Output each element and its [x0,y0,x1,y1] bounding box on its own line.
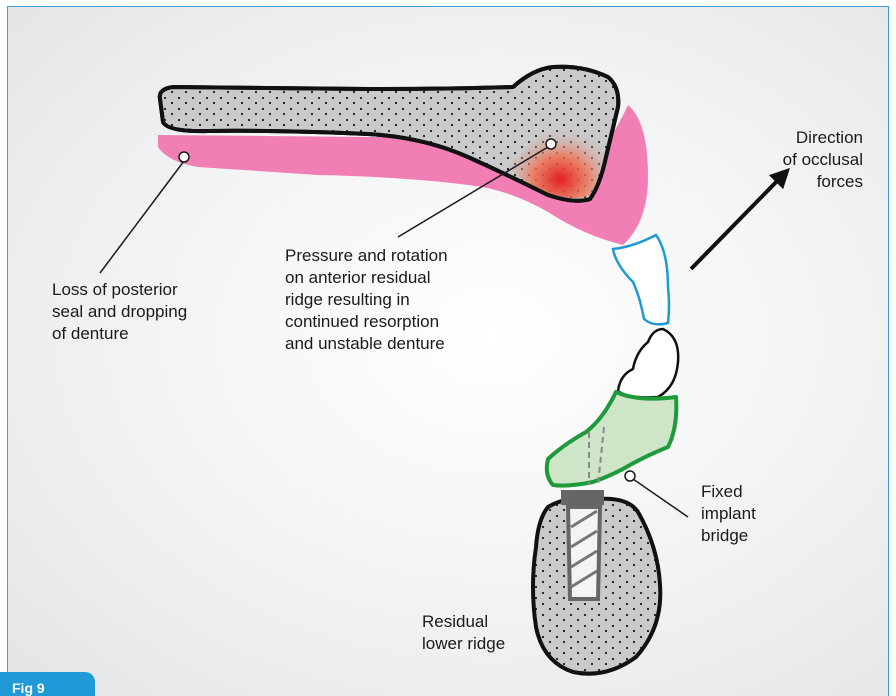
fixed-implant-bridge [547,392,677,486]
implant-abutment [561,490,604,505]
denture-diagram [8,7,889,696]
upper-incisor [613,235,669,324]
fixed-bridge-label: Fixed implant bridge [701,481,756,547]
lower-incisor [618,329,678,397]
figure-frame: Loss of posterior seal and dropping of d… [7,6,889,696]
figure-tag: Fig 9 [0,672,95,696]
implant-screw [568,507,600,599]
residual-ridge-label: Residual lower ridge [422,611,505,655]
pressure-rotation-label: Pressure and rotation on anterior residu… [285,245,448,355]
posterior-seal-label: Loss of posterior seal and dropping of d… [52,279,187,345]
occlusal-forces-label: Direction of occlusal forces [763,127,863,193]
